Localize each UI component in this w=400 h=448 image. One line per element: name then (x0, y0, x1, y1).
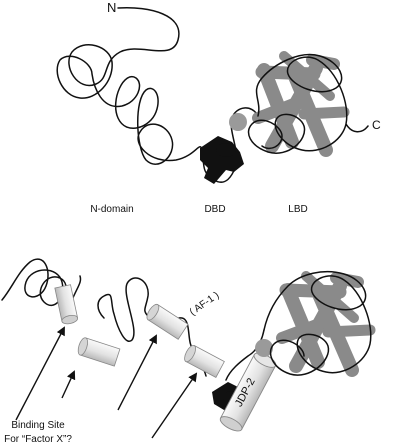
bottom-linker (225, 329, 265, 381)
lbd-helix-bundle-bound (255, 271, 376, 377)
bottom-panel: JDP-2 ( AF-1 ) Binding Site For “Factor … (1, 258, 376, 445)
helix-2 (77, 337, 121, 367)
n-domain-chain (56, 6, 203, 165)
arrow-to-helix-2 (61, 370, 76, 399)
n-terminus-label: N (107, 0, 116, 15)
arrow-to-helix-4 (151, 372, 198, 439)
binding-site-label-line1: Binding Site (11, 420, 65, 431)
n-domain-chain-bound (1, 258, 207, 377)
top-panel: N C N-domain DBD LBD (56, 0, 381, 215)
arrow-to-helix-3 (117, 334, 157, 411)
lbd-label: LBD (288, 204, 307, 215)
c-terminus-label: C (372, 118, 381, 132)
lbd-helix-bundle (229, 51, 350, 157)
binding-site-label-line2: For “Factor X”? (4, 434, 72, 445)
dbd-shape (200, 136, 244, 184)
jdp2-cylinder (219, 352, 277, 432)
helix-3 (146, 303, 189, 340)
helix-1 (54, 284, 79, 325)
n-domain-label: N-domain (90, 204, 133, 215)
lbd-chain (247, 53, 369, 154)
dbd-label: DBD (204, 204, 225, 215)
arrow-to-helix-1 (15, 326, 65, 421)
helix-4 (184, 344, 225, 378)
lbd-chain-bound (263, 270, 372, 376)
af1-label: ( AF-1 ) (188, 290, 222, 318)
